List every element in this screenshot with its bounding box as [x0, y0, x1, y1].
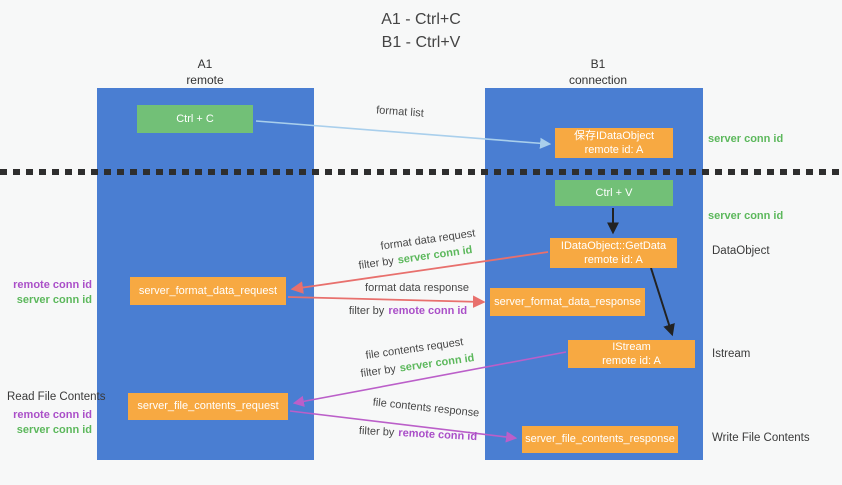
node-server-file-contents-response-label: server_file_contents_response: [525, 433, 675, 446]
filter-by-text: filter by: [348, 305, 385, 317]
node-getdata: IDataObject::GetData remote id: A: [550, 238, 677, 268]
node-server-file-contents-request: server_file_contents_request: [128, 393, 288, 420]
annotation-dataobject: DataObject: [712, 245, 770, 257]
lane-header-a1: A1 remote: [160, 56, 250, 88]
node-getdata-line1: IDataObject::GetData: [560, 239, 667, 252]
annotation-server-conn-id-top: server conn id: [708, 133, 784, 145]
node-server-file-contents-request-label: server_file_contents_request: [137, 400, 279, 413]
label-format-list: format list: [375, 104, 425, 120]
annotation-left-conn-ids-1: remote conn id server conn id: [0, 278, 92, 308]
lane-b1-subtitle: connection: [568, 73, 628, 88]
node-istream: IStream remote id: A: [568, 340, 695, 368]
node-ctrl-c-label: Ctrl + C: [176, 112, 214, 125]
annotation-remote-conn-id-2: remote conn id: [13, 409, 92, 421]
label-format-data-response: format data response: [365, 282, 469, 294]
node-save-dataobject-line2: remote id: A: [584, 144, 644, 156]
annotation-read-file-contents: Read File Contents: [7, 391, 106, 403]
dotted-separator: [0, 169, 842, 175]
filter-by-text: filter by: [358, 424, 395, 439]
label-file-contents-response: file contents response: [372, 396, 480, 420]
title-line-1: A1 - Ctrl+C: [381, 11, 461, 28]
lane-a1-name: A1: [197, 57, 213, 71]
node-istream-line1: IStream: [612, 340, 651, 353]
annotation-server-conn-id-2: server conn id: [16, 423, 92, 436]
remote-conn-id-text: remote conn id: [388, 305, 468, 317]
annotation-server-conn-id-1: server conn id: [16, 293, 92, 306]
lane-header-b1: B1 connection: [553, 56, 643, 88]
node-server-format-data-response: server_format_data_response: [490, 288, 645, 316]
annotation-remote-conn-id-1: remote conn id: [13, 279, 92, 291]
arrow-format-data-response: [287, 295, 486, 309]
node-server-file-contents-response: server_file_contents_response: [522, 426, 678, 453]
diagram-title: A1 - Ctrl+C B1 - Ctrl+V: [0, 8, 842, 54]
lane-a1-subtitle: remote: [186, 73, 224, 88]
annotation-istream: Istream: [712, 348, 751, 360]
annotation-server-conn-id-mid: server conn id: [708, 210, 784, 222]
remote-conn-id-text: remote conn id: [398, 426, 478, 444]
filter-by-text: filter by: [357, 255, 395, 272]
node-ctrl-c: Ctrl + C: [137, 105, 253, 133]
node-ctrl-v: Ctrl + V: [555, 180, 673, 206]
node-save-dataobject-line1: 保存IDataObject: [573, 129, 655, 142]
annotation-write-file-contents: Write File Contents: [712, 432, 810, 444]
annotation-left-conn-ids-2: remote conn id server conn id: [0, 408, 92, 438]
node-server-format-data-response-label: server_format_data_response: [494, 295, 641, 308]
node-istream-line2: remote id: A: [602, 355, 661, 367]
filter-by-text: filter by: [359, 363, 397, 380]
title-line-2: B1 - Ctrl+V: [381, 34, 461, 52]
node-save-dataobject: 保存IDataObject remote id: A: [555, 128, 673, 158]
lane-b1-name: B1: [590, 57, 606, 71]
node-getdata-line2: remote id: A: [584, 254, 643, 266]
node-server-format-data-request-label: server_format_data_request: [138, 284, 278, 297]
node-server-format-data-request: server_format_data_request: [130, 277, 286, 305]
node-ctrl-v-label: Ctrl + V: [595, 186, 633, 199]
